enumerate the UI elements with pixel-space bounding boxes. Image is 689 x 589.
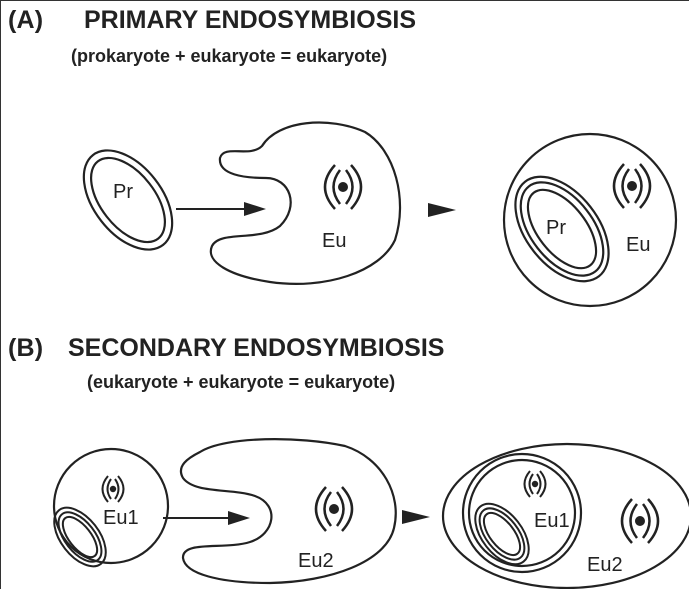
eukaryote2-nucleus-icon <box>316 487 352 531</box>
result-eu2-nucleus-icon <box>622 499 658 543</box>
process-arrowhead-a <box>428 203 456 217</box>
eukaryote1-label: Eu1 <box>103 507 139 529</box>
result-prokaryote-label: Pr <box>546 217 566 239</box>
eukaryote2-label: Eu2 <box>298 550 334 572</box>
prokaryote-label: Pr <box>113 181 133 203</box>
result-eukaryote2-label: Eu2 <box>587 554 623 576</box>
eukaryote2-host-cell <box>181 439 396 583</box>
result-nucleus-icon-a <box>614 164 650 208</box>
result-eukaryote-label: Eu <box>626 234 650 256</box>
engulf-arrowhead-a <box>244 202 266 216</box>
eukaryote-label: Eu <box>322 230 346 252</box>
engulf-arrowhead-b <box>228 511 250 525</box>
eukaryote-nucleus-icon <box>325 165 361 209</box>
result-eukaryote1-label: Eu1 <box>534 510 570 532</box>
eukaryote1-cell <box>54 449 168 563</box>
process-arrowhead-b <box>402 510 430 524</box>
eukaryote1-nucleus-icon <box>103 476 124 502</box>
result-eu1-nucleus-icon <box>525 471 546 497</box>
eukaryote-host-cell <box>211 123 400 284</box>
